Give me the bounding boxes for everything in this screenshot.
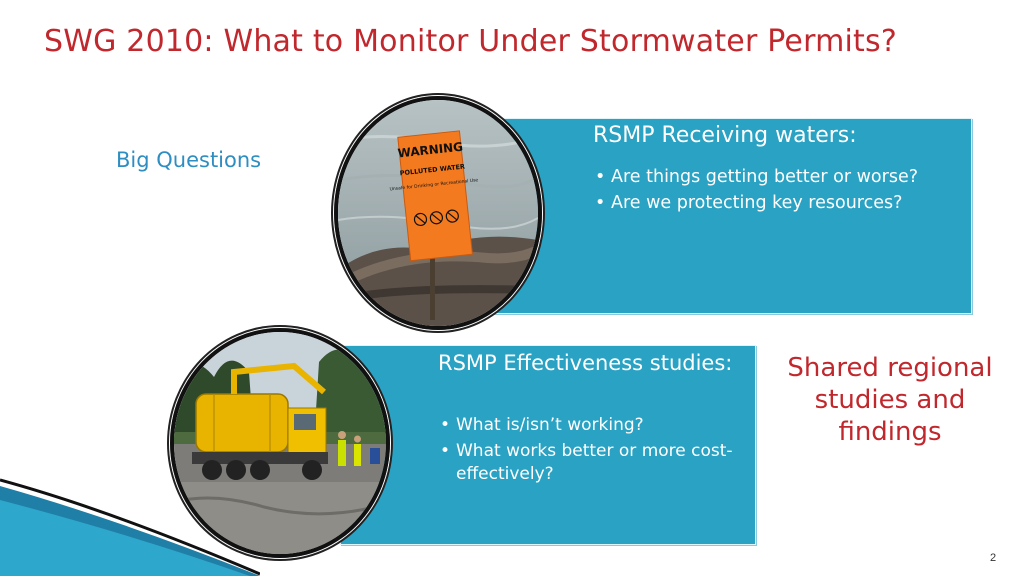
receiving-waters-list: Are things getting better or worse? Are … (593, 166, 965, 218)
receiving-waters-card: RSMP Receiving waters: Are things gettin… (490, 118, 972, 314)
receiving-waters-heading: RSMP Receiving waters: (593, 123, 857, 148)
list-item: Are things getting better or worse? (593, 166, 965, 189)
effectiveness-studies-card: RSMP Effectiveness studies: What is/isn’… (340, 345, 756, 545)
list-item: Are we protecting key resources? (593, 192, 965, 215)
list-item: What works better or more cost-effective… (438, 440, 748, 486)
effectiveness-studies-heading: RSMP Effectiveness studies: (438, 351, 733, 375)
decorative-swoosh (0, 478, 260, 576)
slide-title: SWG 2010: What to Monitor Under Stormwat… (44, 24, 897, 59)
list-item: What is/isn’t working? (438, 414, 748, 437)
warning-sign-photo: WARNING POLLUTED WATER Unsafe for Drinki… (334, 96, 542, 330)
shared-regional-note: Shared regional studies and findings (787, 353, 993, 447)
page-number: 2 (990, 552, 997, 564)
big-questions-label: Big Questions (116, 148, 262, 172)
sign-word-warning: WARNING (397, 140, 464, 161)
effectiveness-studies-list: What is/isn’t working? What works better… (438, 414, 748, 489)
